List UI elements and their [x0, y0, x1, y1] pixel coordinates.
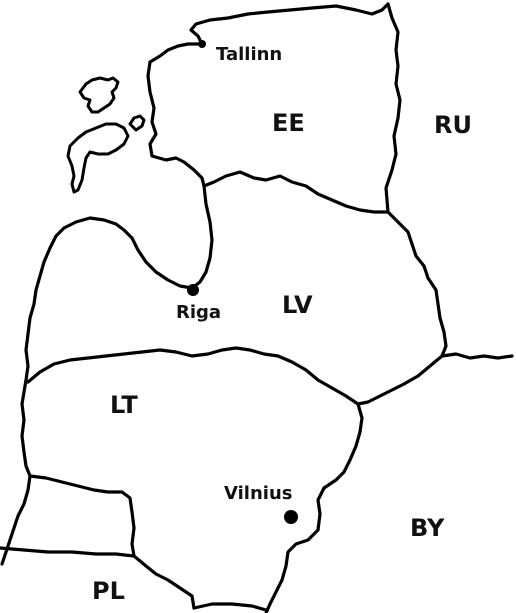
border-lt-kaliningrad: [28, 474, 136, 558]
country-label-lv: LV: [282, 291, 313, 319]
island-muhu: [128, 114, 146, 132]
border-lt-pl: [132, 554, 196, 610]
city-dot-tallinn: [198, 40, 206, 48]
border-ee-lv: [202, 170, 390, 214]
island-saaremaa: [66, 122, 130, 194]
city-dot-vilnius: [284, 510, 298, 524]
border-lv-ru: [386, 210, 448, 358]
city-label-riga: Riga: [176, 302, 221, 323]
country-label-by: BY: [410, 514, 445, 542]
border-pl-by: [192, 602, 268, 612]
city-label-vilnius: Vilnius: [224, 483, 292, 504]
border-kaliningrad-pl: [0, 546, 136, 558]
border-ee-ru: [384, 2, 402, 214]
country-label-pl: PL: [92, 577, 125, 605]
gulf-of-riga-shore: [0, 184, 214, 566]
country-label-ee: EE: [272, 109, 305, 137]
estonia-coastline: [146, 2, 390, 188]
border-lv-lt: [26, 346, 444, 406]
country-label-lt: LT: [110, 391, 138, 419]
island-hiiumaa: [78, 76, 120, 114]
country-label-ru: RU: [434, 111, 472, 139]
border-lt-by: [264, 402, 364, 613]
border-ru-by: [440, 352, 514, 360]
city-dot-riga: [187, 284, 199, 296]
city-label-tallinn: Tallinn: [216, 44, 282, 65]
